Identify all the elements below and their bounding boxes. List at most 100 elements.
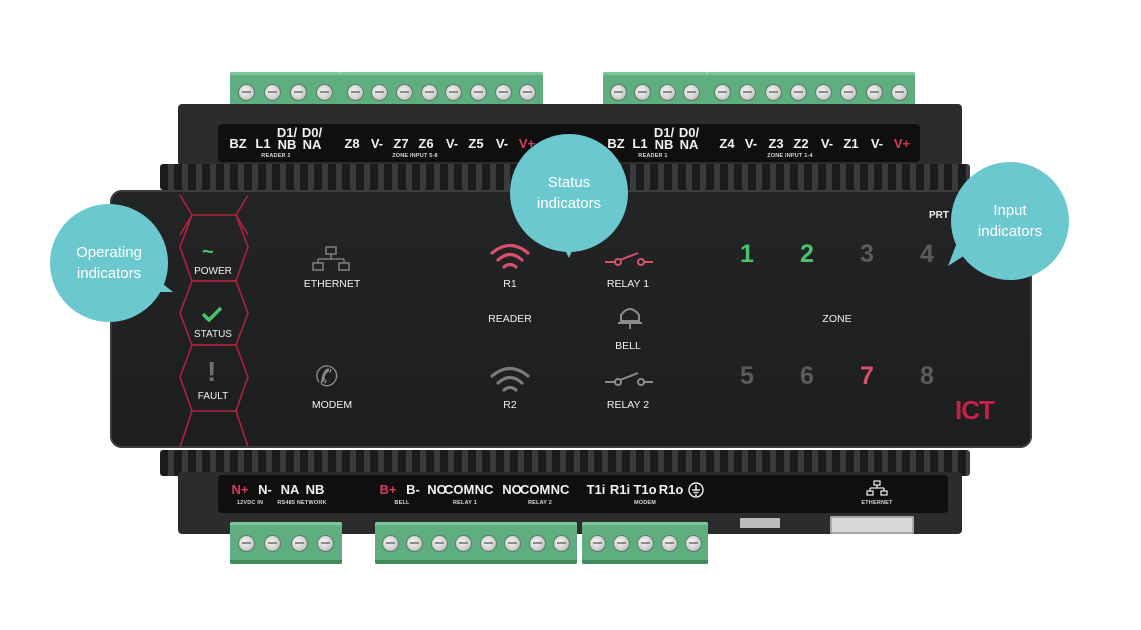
ethernet-port bbox=[830, 516, 914, 534]
terminal-label: V- bbox=[744, 136, 758, 151]
zone-indicator: 2 bbox=[800, 240, 814, 268]
terminal-label: Z7 bbox=[393, 136, 409, 151]
zone-group-label: ZONE bbox=[822, 313, 852, 325]
terminal-label: Z2 bbox=[793, 136, 809, 151]
callout-operating-indicators: Operating indicators bbox=[50, 204, 168, 322]
group-label-12vdc-in: 12VDC IN bbox=[236, 500, 264, 506]
screw bbox=[371, 83, 389, 101]
phone-icon: ✆ bbox=[315, 361, 339, 392]
callout-status-indicators: Status indicators bbox=[510, 134, 628, 252]
screw bbox=[396, 83, 414, 101]
terminal-label: V- bbox=[445, 136, 459, 151]
terminal-label: R1o bbox=[658, 482, 684, 497]
relay1-switch-icon bbox=[605, 252, 653, 266]
terminal-label: N- bbox=[258, 482, 272, 497]
screw bbox=[264, 534, 282, 552]
screw bbox=[684, 534, 702, 552]
screw bbox=[406, 534, 424, 552]
terminal-label: D1/ NB bbox=[276, 125, 298, 152]
reader-group-label: READER bbox=[488, 313, 532, 325]
bottom-label-strip bbox=[218, 475, 948, 513]
screw bbox=[658, 83, 676, 101]
terminal-label: B- bbox=[406, 482, 420, 497]
zone-indicator: 6 bbox=[800, 362, 814, 390]
terminal-label: COM bbox=[520, 482, 551, 497]
screw bbox=[289, 83, 307, 101]
group-label-zone-input-1-4: ZONE INPUT 1-4 bbox=[767, 153, 813, 159]
operating-indicators-hex-column bbox=[179, 195, 249, 447]
zone-indicator: 8 bbox=[920, 362, 934, 390]
zone-indicator: 5 bbox=[740, 362, 754, 390]
fault-exclamation-icon: ! bbox=[207, 356, 217, 387]
screw bbox=[609, 83, 627, 101]
screw bbox=[588, 534, 606, 552]
screw bbox=[237, 534, 255, 552]
group-label-relay2: RELAY 2 bbox=[527, 500, 553, 506]
status-check-icon bbox=[201, 306, 223, 322]
status-label: STATUS bbox=[194, 329, 232, 340]
terminal-label: COM bbox=[444, 482, 475, 497]
screw bbox=[263, 83, 281, 101]
ict-logo: ICT bbox=[955, 395, 995, 425]
terminal-label: BZ bbox=[229, 136, 247, 151]
callout-input-text: Input indicators bbox=[977, 202, 1043, 240]
group-label-reader1: READER 1 bbox=[638, 153, 668, 159]
screw bbox=[612, 534, 630, 552]
terminal-label: NA bbox=[280, 482, 300, 497]
callout-operating-text: Operating indicators bbox=[76, 244, 142, 282]
terminal-label: T1i bbox=[586, 482, 606, 497]
zone-indicator: 7 bbox=[860, 362, 874, 390]
ground-icon bbox=[688, 482, 704, 498]
zone-indicator: 3 bbox=[860, 240, 874, 268]
terminal-label: L1 bbox=[255, 136, 271, 151]
terminal-label: V+ bbox=[893, 136, 911, 151]
r1-indicator-label: R1 bbox=[503, 278, 517, 290]
terminal-label: V- bbox=[870, 136, 884, 151]
group-label-ethernet: ETHERNET bbox=[861, 500, 893, 506]
screw bbox=[683, 83, 701, 101]
screw bbox=[840, 83, 858, 101]
bell-indicator-label: BELL bbox=[615, 340, 641, 352]
terminal-block-top-1 bbox=[230, 72, 340, 112]
screw bbox=[764, 83, 782, 101]
terminal-label: D0/ NA bbox=[301, 125, 323, 152]
power-label: POWER bbox=[194, 266, 232, 277]
terminal-block-bottom-3 bbox=[582, 522, 708, 564]
screw bbox=[739, 83, 757, 101]
screw bbox=[445, 83, 463, 101]
relay2-indicator-label: RELAY 2 bbox=[606, 399, 650, 411]
screw bbox=[634, 83, 652, 101]
screw bbox=[346, 83, 364, 101]
terminal-label: T1o bbox=[633, 482, 657, 497]
wifi-r2-icon bbox=[490, 366, 530, 392]
zone-indicator: 1 bbox=[740, 240, 754, 268]
screw bbox=[237, 83, 255, 101]
screw bbox=[469, 83, 487, 101]
group-label-modem: MODEM bbox=[633, 500, 657, 506]
group-label-reader2: READER 2 bbox=[261, 153, 291, 159]
terminal-label: Z3 bbox=[768, 136, 784, 151]
terminal-label: V- bbox=[370, 136, 384, 151]
terminal-label: L1 bbox=[632, 136, 648, 151]
ethernet-port-icon bbox=[866, 480, 888, 496]
terminal-label: NC bbox=[474, 482, 494, 497]
screw bbox=[636, 534, 654, 552]
terminal-label: Z5 bbox=[468, 136, 484, 151]
terminal-label: R1i bbox=[609, 482, 631, 497]
callout-status-text: Status indicators bbox=[536, 174, 602, 212]
terminal-label: NB bbox=[305, 482, 325, 497]
group-label-bell: BELL bbox=[394, 500, 410, 506]
terminal-label: NO bbox=[502, 482, 522, 497]
usb-port bbox=[740, 518, 780, 528]
vent-fins-bottom bbox=[160, 450, 970, 476]
screw bbox=[553, 534, 571, 552]
screw bbox=[528, 534, 546, 552]
zone-indicator: 4 bbox=[920, 240, 934, 268]
callout-input-indicators: Input indicators bbox=[951, 162, 1069, 280]
screw bbox=[315, 83, 333, 101]
screw bbox=[890, 83, 908, 101]
terminal-label: Z1 bbox=[843, 136, 859, 151]
screw bbox=[789, 83, 807, 101]
terminal-label: B+ bbox=[379, 482, 397, 497]
wifi-r1-icon bbox=[490, 243, 530, 269]
